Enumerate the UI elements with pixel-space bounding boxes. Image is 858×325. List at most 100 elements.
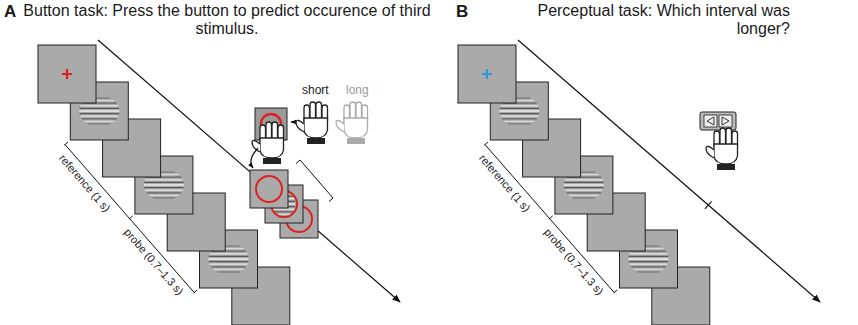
grating-stripe — [637, 271, 659, 272]
bracket-tick — [64, 142, 68, 145]
feedback-bracket — [300, 160, 333, 198]
grating-stripe — [211, 266, 246, 267]
grating-stripe — [573, 197, 595, 198]
grating-stripe — [500, 116, 538, 117]
time-tick — [705, 201, 712, 209]
interval-bracket — [65, 145, 194, 293]
grating-stripe — [82, 118, 117, 119]
grating-stripe — [145, 190, 183, 191]
grating-stripe — [629, 258, 669, 259]
key-right — [719, 115, 732, 127]
choice-label: short — [302, 84, 329, 98]
fixation-cross — [62, 69, 72, 79]
grating-stripe — [144, 184, 184, 185]
bracket-tick — [329, 198, 333, 202]
grating-stripe — [80, 116, 118, 117]
grating-stripe — [88, 123, 110, 124]
feedback-frame — [250, 170, 288, 208]
grating-stripe — [504, 121, 534, 122]
bracket-tick — [613, 290, 617, 293]
key-left — [704, 115, 717, 127]
grating-stripe — [629, 256, 668, 257]
grating-stripe — [565, 179, 603, 180]
feedback-arrow — [251, 148, 258, 168]
wrist — [263, 158, 281, 164]
bracket-tick — [193, 290, 197, 293]
grating-stripe — [508, 123, 530, 124]
grating-stripe — [500, 113, 539, 114]
hand-icon — [336, 102, 368, 144]
grating-stripe — [502, 118, 537, 119]
choice-label: long — [346, 84, 369, 98]
palm — [714, 144, 738, 164]
grating-stripe — [217, 271, 239, 272]
grating-stripe — [80, 108, 119, 109]
palm — [260, 138, 284, 158]
grating-stripe — [274, 211, 293, 212]
grating-stripe — [145, 179, 183, 180]
time-arrow — [98, 40, 400, 302]
grating-stripe — [149, 195, 179, 196]
grating-stripe — [564, 182, 603, 183]
panel-title: Perceptual task: Which interval was long… — [520, 2, 790, 39]
time-arrow — [518, 40, 820, 302]
grating-stripe — [630, 253, 668, 254]
grating-stripe — [567, 192, 602, 193]
bracket-tick — [484, 142, 488, 145]
grating-stripe — [630, 264, 668, 265]
grating-stripe — [209, 256, 248, 257]
grating-stripe — [210, 253, 248, 254]
grating-stripe — [634, 269, 664, 270]
grating-stripe — [631, 266, 666, 267]
key-arrow — [707, 117, 729, 125]
hand-icon — [706, 128, 738, 170]
grating-stripe — [209, 261, 248, 262]
grating-stripe — [144, 187, 183, 188]
fixation-cross — [482, 69, 492, 79]
grating-stripe — [79, 110, 119, 111]
thumb — [706, 146, 714, 158]
palm — [344, 118, 368, 138]
grating-stripe — [569, 195, 599, 196]
bracket-tick — [296, 160, 300, 164]
grating-stripe — [147, 192, 182, 193]
grating-stripe — [500, 105, 538, 106]
grating-stripe — [565, 190, 603, 191]
feedback-ring — [256, 176, 282, 202]
panel-title: Button task: Press the button to predict… — [22, 2, 432, 39]
stimulus-sequence — [38, 40, 400, 325]
wrist — [347, 138, 365, 144]
grating-stripe — [629, 261, 668, 262]
grating-stripe — [153, 197, 175, 198]
grating-stripe — [500, 108, 539, 109]
grating-stripe — [564, 187, 603, 188]
bracket-tick — [129, 216, 133, 219]
interval-bracket — [485, 145, 614, 293]
grating-stripe — [214, 269, 244, 270]
panel-letter: A — [4, 2, 16, 22]
screen-frame — [458, 45, 516, 103]
screen-frame — [38, 45, 96, 103]
thumb — [296, 120, 304, 132]
hand-icon — [296, 102, 328, 144]
grating-stripe — [209, 258, 249, 259]
grating-stripe — [210, 264, 248, 265]
grating-stripe — [80, 113, 119, 114]
palm — [304, 118, 328, 138]
grating-stripe — [274, 209, 295, 210]
wrist — [307, 138, 325, 144]
hand-icon — [252, 122, 284, 164]
stimulus-sequence — [458, 40, 820, 325]
wrist — [717, 164, 735, 170]
grating-stripe — [564, 184, 604, 185]
grating-stripe — [84, 121, 114, 122]
grating-stripe — [80, 105, 118, 106]
bracket-tick — [549, 216, 553, 219]
thumb — [336, 120, 344, 132]
panel-letter: B — [456, 2, 468, 22]
keypad — [700, 112, 736, 130]
grating-stripe — [499, 110, 539, 111]
grating-stripe — [144, 182, 183, 183]
